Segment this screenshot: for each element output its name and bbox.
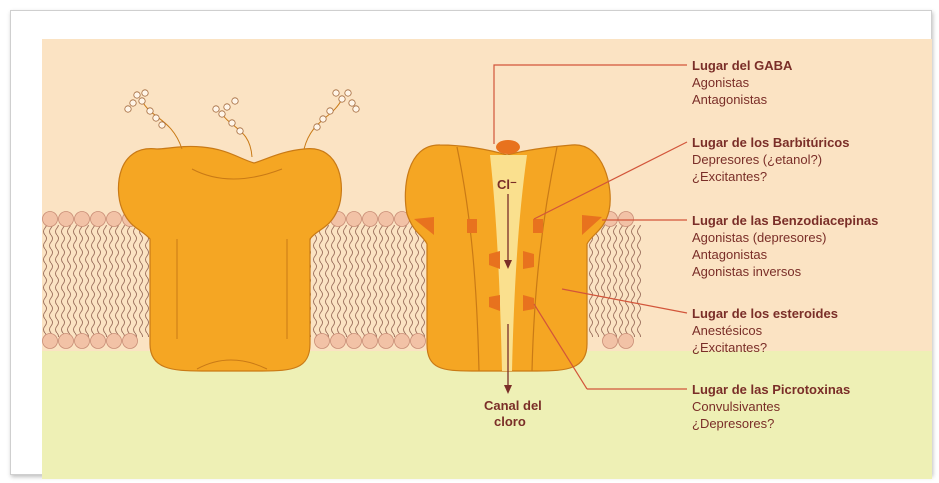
site-barbiturates-item-1: Depresores (¿etanol?) (692, 152, 822, 167)
site-picrotoxins-item-1: Convulsivantes (692, 399, 781, 414)
lipid-head (347, 334, 362, 349)
lipid-head (619, 212, 634, 227)
site-barbiturates-item-2: ¿Excitantes? (692, 169, 767, 184)
lipid-head (395, 334, 410, 349)
site-benzodiazepines-item-1: Agonistas (depresores) (692, 230, 826, 245)
lipid-head (379, 212, 394, 227)
lipid-head (619, 334, 634, 349)
lipid-head (75, 212, 90, 227)
site-barbiturates-title: Lugar de los Barbitúricos (692, 135, 849, 150)
site-steroids-item-1: Anestésicos (692, 323, 763, 338)
lipid-head (43, 212, 58, 227)
lipid-head (75, 334, 90, 349)
chloride-ion-label: Cl⁻ (497, 177, 517, 192)
lipid-head (43, 334, 58, 349)
site-steroids-item-2: ¿Excitantes? (692, 340, 767, 355)
lipid-head (379, 334, 394, 349)
lipid-head (331, 334, 346, 349)
lipid-head (91, 334, 106, 349)
site-gaba-item-2: Antagonistas (692, 92, 768, 107)
site-picrotoxins-item-2: ¿Depresores? (692, 416, 774, 431)
channel-label-line1: Canal del (484, 398, 542, 413)
site-steroids-title: Lugar de los esteroides (692, 306, 838, 321)
site-gaba-item-1: Agonistas (692, 75, 750, 90)
lipid-head (59, 212, 74, 227)
diagram-canvas: Cl⁻ Canal del cloro Lugar del GABA Agoni… (42, 39, 932, 479)
channel-label-line2: cloro (494, 414, 526, 429)
lipid-head (123, 334, 138, 349)
lipid-head (315, 334, 330, 349)
lipid-head (603, 334, 618, 349)
site-benzodiazepines-item-3: Agonistas inversos (692, 264, 802, 279)
lipid-head (363, 334, 378, 349)
site-picrotoxins-title: Lugar de las Picrotoxinas (692, 382, 850, 397)
figure-frame: Cl⁻ Canal del cloro Lugar del GABA Agoni… (10, 10, 932, 475)
lipid-head (59, 334, 74, 349)
lipid-head (363, 212, 378, 227)
site-benzodiazepines-item-2: Antagonistas (692, 247, 768, 262)
site-gaba-title: Lugar del GABA (692, 58, 793, 73)
lipid-head (91, 212, 106, 227)
lipid-head (411, 334, 426, 349)
gaba-receptor-diagram: Cl⁻ Canal del cloro Lugar del GABA Agoni… (42, 39, 932, 479)
lipid-head (107, 212, 122, 227)
site-benzodiazepines-title: Lugar de las Benzodiacepinas (692, 213, 878, 228)
lipid-head (107, 334, 122, 349)
lipid-head (347, 212, 362, 227)
